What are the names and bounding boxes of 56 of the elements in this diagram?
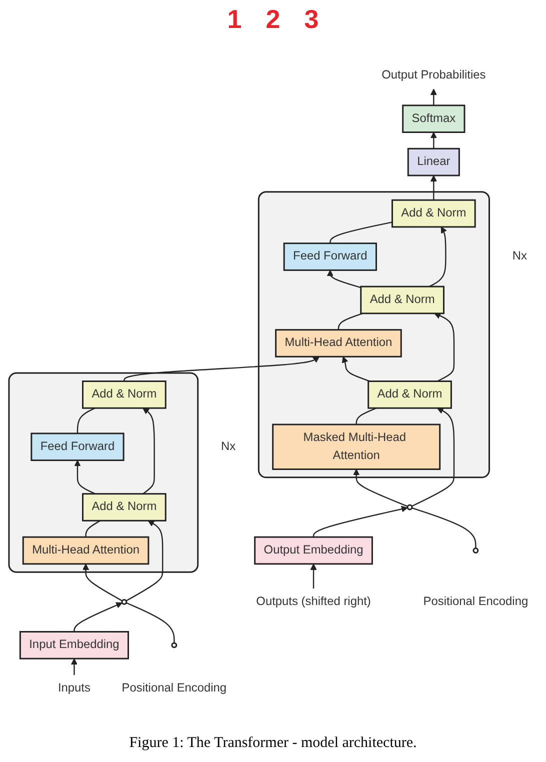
- arrow: [430, 88, 437, 106]
- node-box: Feed Forward: [30, 432, 124, 462]
- arrow: [74, 460, 96, 494]
- node-label: Positional Encoding: [423, 595, 528, 608]
- node-circle: [171, 642, 178, 648]
- node-box: Feed Forward: [283, 242, 377, 271]
- figure-caption: Figure 1: The Transformer - model architecture.: [129, 735, 417, 752]
- connector: [126, 602, 175, 643]
- arrow: [126, 520, 164, 602]
- node-box: Add & Norm: [82, 493, 166, 522]
- arrow: [428, 226, 447, 288]
- connector: [412, 507, 476, 548]
- cluster: [258, 191, 490, 478]
- annotation-number: 2: [266, 4, 280, 35]
- node-box: Add & Norm: [360, 286, 444, 314]
- node-text: Outputs (shifted right): [256, 595, 371, 608]
- connector: [330, 222, 392, 244]
- connector: [85, 520, 101, 538]
- node-box: Add & Norm: [82, 380, 166, 409]
- arrow: [82, 564, 123, 602]
- node-circle: [472, 548, 479, 554]
- arrow: [353, 468, 408, 507]
- arrow: [430, 132, 437, 149]
- connector: [76, 408, 96, 434]
- node-box: Multi-Head Attention: [22, 536, 150, 565]
- arrow: [434, 312, 455, 382]
- node-box: Output Embedding: [254, 536, 373, 565]
- node-box: Linear: [407, 148, 460, 176]
- annotation-number: 1: [227, 4, 242, 35]
- node-text: Inputs: [58, 682, 90, 694]
- arrow: [342, 356, 370, 382]
- connector: [356, 408, 377, 424]
- node-label: Nx: [512, 250, 527, 263]
- annotation-number: 3: [304, 4, 319, 35]
- cluster: [8, 372, 199, 573]
- node-box: Masked Multi-Head Attention: [272, 424, 441, 470]
- node-box: Softmax: [402, 104, 466, 133]
- node-circle: [121, 598, 128, 605]
- arrow: [412, 408, 455, 507]
- node-box: Multi-Head Attention: [275, 329, 402, 358]
- node-box: Input Embedding: [19, 631, 129, 660]
- node-circle: [406, 504, 413, 510]
- arrow: [142, 408, 155, 494]
- node-box: Add & Norm: [391, 199, 476, 228]
- connector: [338, 312, 363, 330]
- arrow: [310, 564, 317, 589]
- arrow: [326, 270, 362, 288]
- arrow: [70, 658, 78, 675]
- arrow: [74, 602, 122, 632]
- node-label: Positional Encoding: [122, 682, 227, 694]
- node-text: Output Probabilities: [382, 68, 486, 82]
- arrow: [124, 356, 320, 382]
- arrow: [312, 506, 408, 538]
- node-box: Add & Norm: [368, 380, 452, 409]
- arrow: [430, 175, 437, 200]
- node-label: Nx: [220, 440, 236, 453]
